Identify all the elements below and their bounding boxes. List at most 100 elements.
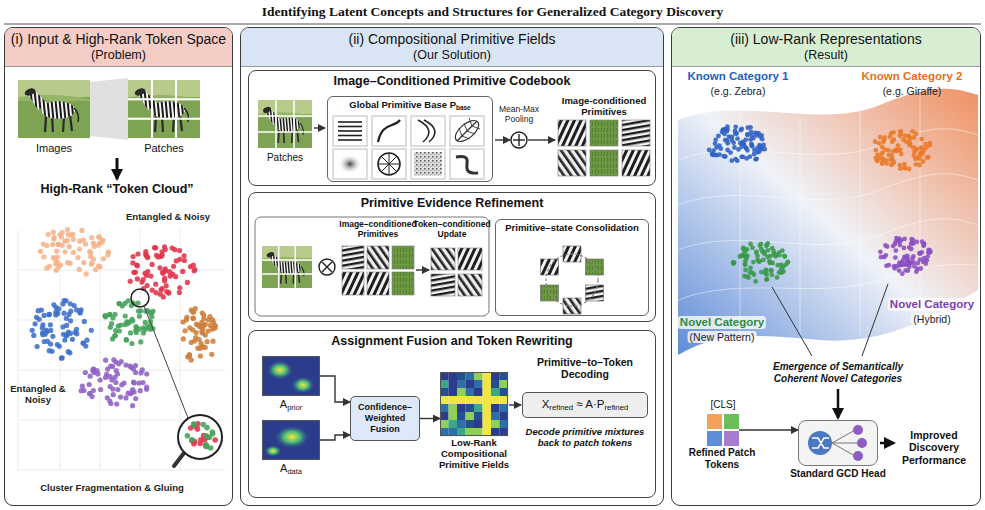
illustration-part: [171, 264, 176, 269]
illustration-part: [921, 159, 926, 164]
illustration-part: [78, 310, 83, 315]
illustration-part: [491, 388, 500, 396]
illustration-part: [201, 316, 206, 321]
illustration-part: [130, 403, 135, 408]
illustration-part: [917, 251, 922, 256]
subscript: base: [456, 104, 471, 111]
illustration-part: [62, 311, 67, 316]
illustration-part: [474, 412, 483, 420]
illustration-part: [752, 152, 757, 157]
illustration-part: [500, 380, 509, 388]
illustration-part: [126, 391, 131, 396]
illustration-part: [511, 132, 527, 148]
illustration-part: [136, 381, 141, 386]
illustration-part: [182, 258, 187, 263]
label-text: Decode primitive mixtures back to patch …: [523, 426, 647, 448]
process-box: Xrefined ≈ A·Prefined: [522, 392, 648, 418]
node-label: Aprior: [261, 398, 321, 413]
illustration-part: [449, 396, 458, 404]
illustration-part: [91, 368, 96, 373]
illustration-part: [853, 425, 863, 435]
illustration-part: [67, 244, 72, 249]
illustration-part: [853, 451, 863, 461]
illustration-part: [105, 252, 110, 257]
illustration-part: [378, 120, 400, 142]
illustration-part: [128, 364, 133, 369]
illustration-part: [491, 428, 500, 436]
illustration-part: [462, 136, 470, 139]
illustration-part: [63, 249, 68, 254]
illustration-part: [449, 388, 458, 396]
illustration-part: [748, 242, 753, 247]
illustration-part: [66, 349, 71, 354]
illustration-part: [500, 404, 509, 412]
illustration-part: [77, 267, 82, 272]
illustration-part: [884, 263, 889, 268]
illustration-part: [126, 298, 131, 303]
illustration-part: [908, 143, 913, 148]
illustration-part: [765, 241, 770, 246]
illustration-part: [266, 360, 294, 380]
label-text: (New Pattern): [688, 331, 757, 343]
illustration-part: [182, 253, 187, 258]
illustration-part: [832, 430, 855, 443]
illustration-part: [893, 255, 898, 260]
illustration-part: [466, 420, 475, 428]
illustration-part: [880, 150, 885, 155]
illustration-part: [927, 141, 932, 146]
illustration-part: [18, 230, 19, 470]
illustration-part: [56, 242, 61, 247]
text-block: Standard GCD Head: [783, 468, 893, 480]
illustration-part: [770, 273, 775, 278]
illustration-part: [925, 254, 930, 259]
illustration-part: [163, 247, 168, 252]
illustration-part: [92, 244, 97, 249]
illustration-part: [114, 401, 119, 406]
illustration-part: [590, 120, 618, 146]
illustration-part: [210, 339, 215, 344]
illustration-part: [135, 276, 140, 281]
panel-heading: (Problem): [5, 48, 232, 63]
node-label: Standard GCD Head: [783, 468, 893, 480]
illustration-part: [718, 146, 723, 151]
illustration-part: [153, 282, 158, 287]
illustration-part: [457, 428, 466, 436]
illustration-part: [101, 256, 106, 261]
illustration-part: [832, 443, 858, 444]
illustration-part: [483, 388, 492, 396]
illustration-part: [780, 248, 785, 253]
section-box: Image–Conditioned Primitive CodebookGlob…: [248, 70, 656, 186]
illustration-part: [185, 433, 191, 439]
text-block: Adata: [261, 462, 321, 477]
text-block: Aprior: [261, 398, 321, 413]
illustration-part: [258, 131, 312, 133]
illustration-part: [837, 389, 840, 418]
illustration-part: [440, 428, 449, 436]
illustration-part: [333, 116, 484, 179]
illustration-part: [174, 453, 184, 466]
text-block: Assignment Fusion and Token Rewriting: [249, 334, 655, 349]
illustration-part: [262, 273, 312, 275]
illustration-part: [808, 431, 832, 455]
illustration-part: [291, 376, 315, 394]
illustration-part: [440, 372, 508, 436]
illustration-part: [82, 319, 87, 324]
illustration-part: [678, 219, 978, 250]
illustration-part: [892, 264, 897, 269]
classifier-head: Standard GCD Head: [798, 420, 878, 466]
panel-heading: (i) Input & High-Rank Token Space: [5, 31, 232, 48]
illustration-part: [733, 124, 738, 129]
illustration-part: [736, 147, 741, 152]
illustration-part: [50, 334, 55, 339]
illustration-part: [812, 438, 829, 448]
illustration-part: [919, 146, 924, 151]
illustration-part: [115, 387, 120, 392]
illustration-part: [170, 245, 175, 250]
illustration-part: [733, 129, 738, 134]
illustration-part: [189, 437, 195, 443]
illustration-part: [678, 174, 978, 205]
label-text: Novel Category: [678, 316, 766, 329]
illustration-part: [68, 309, 73, 314]
illustration-part: [457, 396, 466, 404]
node-label: Adata: [261, 462, 321, 477]
